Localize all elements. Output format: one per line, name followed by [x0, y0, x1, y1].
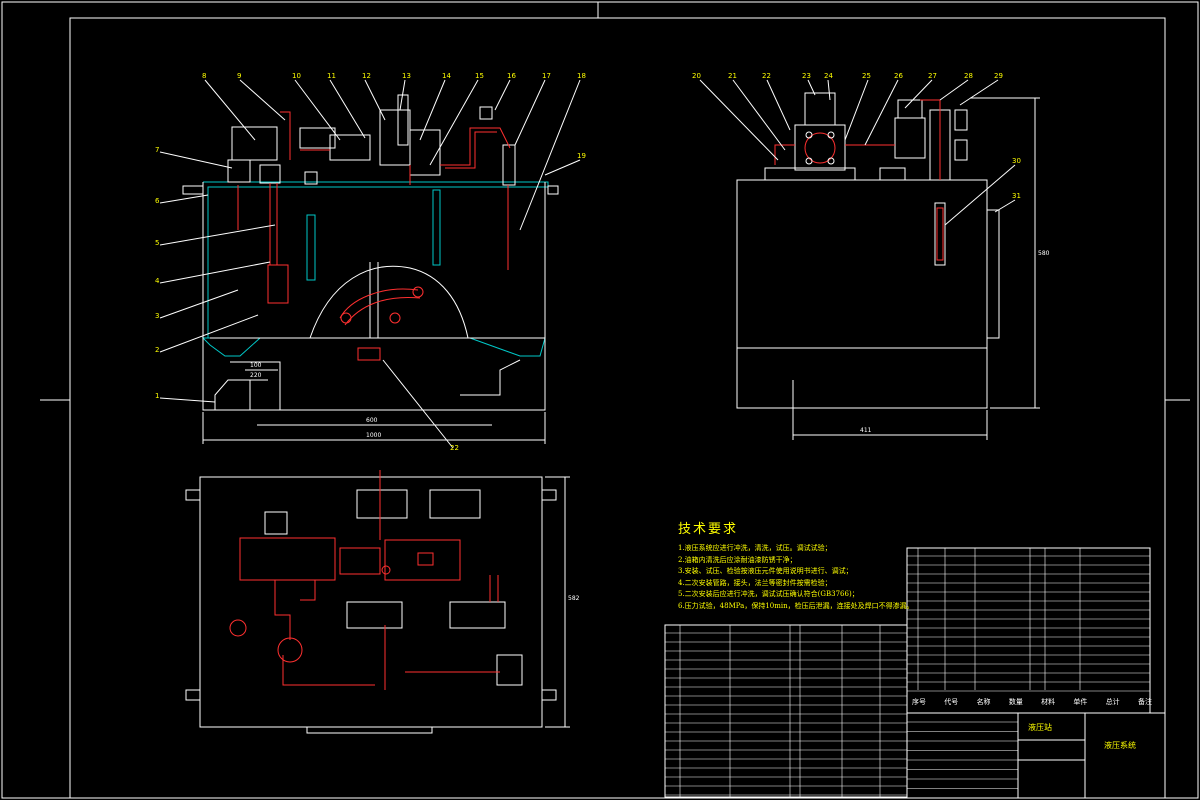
- part-label-2: 2: [155, 346, 159, 354]
- part-label-18: 18: [577, 72, 586, 80]
- pump-unit: [794, 92, 846, 171]
- side-part-label-24: 24: [824, 72, 833, 80]
- bom-header-name: 名称: [976, 698, 991, 706]
- part-label-7: 7: [155, 146, 159, 154]
- dim-plan-depth: 582: [568, 595, 580, 602]
- side-part-label-21: 21: [728, 72, 737, 80]
- side-part-label-23: 23: [802, 72, 811, 80]
- bom-header-row: 序号 代号 名称 数量 材料 单件 总计 备注: [912, 697, 1152, 707]
- title-block: [664, 547, 1166, 799]
- part-label-9: 9: [237, 72, 241, 80]
- bom-header-no: 序号: [912, 698, 926, 706]
- technical-requirements: 技术要求 1.液压系统应进行冲洗，清洗，试压。调试试验； 2.油箱内清洗后应涂耐…: [678, 518, 914, 612]
- top-plan-view: [185, 470, 570, 734]
- part-label-10: 10: [292, 72, 301, 80]
- part-label-12: 12: [362, 72, 371, 80]
- filter-unit: [894, 99, 968, 181]
- dim-width-total: 1000: [366, 432, 381, 439]
- tech-req-item-5: 5.二次安装后应进行冲洗，调试试压确认符合(GB3766)；: [678, 590, 859, 598]
- tech-req-item-2: 2.油箱内清洗后应涂耐油漆防锈干净；: [678, 555, 797, 564]
- part-label-3: 3: [155, 312, 159, 320]
- tech-req-item-4: 4.二次安装管路，接头，法兰等密封件按需检验；: [678, 578, 832, 587]
- dim-side-height: 580: [1038, 250, 1050, 257]
- plan-valve-blocks: [264, 489, 523, 686]
- part-label-1: 1: [155, 392, 159, 400]
- part-label-19: 19: [577, 152, 586, 160]
- side-leaders: [699, 79, 1016, 226]
- dim-small-a: 220: [250, 372, 262, 379]
- part-label-8: 8: [202, 72, 206, 80]
- cover-equipment: [182, 94, 559, 195]
- side-part-label-25: 25: [862, 72, 871, 80]
- side-dimensions: [792, 97, 1040, 440]
- part-label-15: 15: [475, 72, 484, 80]
- side-part-label-28: 28: [964, 72, 973, 80]
- part-label-11: 11: [327, 72, 336, 80]
- plan-dimension: [545, 476, 570, 728]
- dim-width-inner: 600: [366, 417, 378, 424]
- leader-lines: [159, 79, 581, 449]
- bom-header-total: 总计: [1105, 698, 1120, 706]
- part-label-22: 22: [450, 444, 459, 452]
- dim-side-depth: 411: [860, 427, 872, 434]
- part-label-13: 13: [402, 72, 411, 80]
- part-label-16: 16: [507, 72, 516, 80]
- tech-req-title: 技术要求: [678, 522, 739, 537]
- bom-table-lines: [665, 548, 1150, 797]
- side-part-label-30: 30: [1012, 157, 1021, 165]
- pipelines: [237, 111, 511, 304]
- arc-sensor: [339, 286, 424, 361]
- dim-small-b: 100: [250, 362, 262, 369]
- tank-body-outline: [202, 182, 546, 411]
- side-part-label-27: 27: [928, 72, 937, 80]
- side-part-label-20: 20: [692, 72, 701, 80]
- tank-wall-hatch: [201, 181, 549, 357]
- side-part-label-29: 29: [994, 72, 1003, 80]
- bom-header-material: 材料: [1041, 698, 1056, 706]
- side-part-label-22: 22: [762, 72, 771, 80]
- part-label-5: 5: [155, 239, 159, 247]
- bom-header-code: 代号: [944, 698, 959, 706]
- tech-req-item-1: 1.液压系统应进行冲洗，清洗，试压。调试试验；: [678, 544, 832, 552]
- plan-motor-pump: [229, 470, 500, 690]
- tech-req-item-3: 3.安装、试压、检验按液压元件使用说明书进行、调试；: [678, 567, 853, 575]
- bom-header-qty: 数量: [1008, 698, 1023, 706]
- front-dimensions: [202, 369, 546, 444]
- drawing-name: 液压系统: [1104, 741, 1136, 750]
- bom-header-remark: 备注: [1137, 698, 1152, 706]
- bom-header-unit: 单件: [1073, 698, 1088, 706]
- part-label-6: 6: [155, 197, 160, 205]
- part-label-4: 4: [155, 277, 160, 285]
- tech-req-item-6: 6.压力试验，48MPa，保持10min，检压后泄漏，连接处及焊口不得渗漏。: [678, 601, 914, 610]
- project-name: 液压站: [1028, 723, 1052, 732]
- side-view: [699, 79, 1040, 440]
- side-part-label-26: 26: [894, 72, 903, 80]
- front-section-view: [159, 79, 581, 449]
- part-label-17: 17: [542, 72, 551, 80]
- part-label-14: 14: [442, 72, 451, 80]
- side-part-label-31: 31: [1012, 192, 1021, 200]
